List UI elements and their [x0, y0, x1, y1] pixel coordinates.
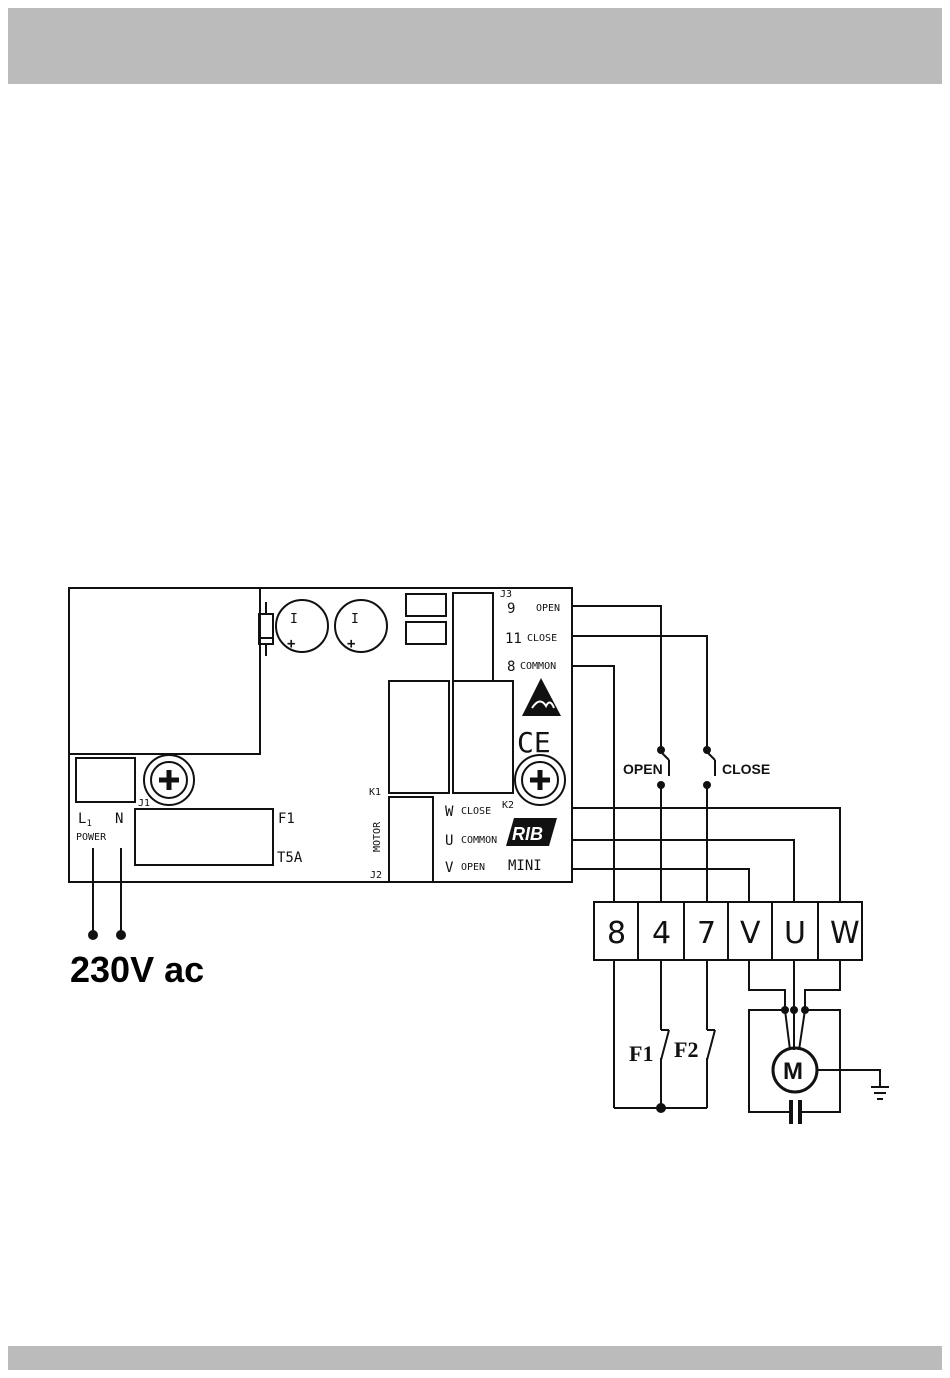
fuse-label: F1 [278, 811, 295, 827]
j3-header [453, 593, 493, 681]
wire-motor-u [572, 840, 794, 902]
run-capacitor-icon [791, 1100, 800, 1124]
wire-common [572, 666, 614, 902]
terminal-4: 4 [652, 916, 671, 951]
terminal-8: 8 [607, 916, 626, 951]
supply-dot-l [89, 931, 97, 939]
wire-close [572, 636, 707, 748]
j2-connector [389, 797, 433, 882]
ce-mark: CE [517, 726, 551, 759]
cap2-minus: I [351, 612, 359, 627]
cap1-minus: I [290, 612, 298, 627]
limit-input-close-num: 11 [505, 631, 522, 647]
motor-output-u-name: COMMON [461, 835, 497, 846]
diode-icon [259, 602, 273, 656]
cap1-plus: + [287, 636, 295, 652]
power-caption: POWER [76, 832, 107, 843]
capacitor-loop-right [801, 1010, 840, 1112]
motor-lead-v [785, 1010, 790, 1050]
close-switch-icon [704, 747, 715, 788]
motor-output-v-name: OPEN [461, 862, 485, 873]
j2-label: J2 [370, 870, 382, 881]
limit-switch-f1-label: F1 [629, 1041, 653, 1066]
limit-input-common-name: COMMON [520, 661, 556, 672]
fuse-block [135, 809, 273, 865]
earth-wire [817, 1070, 880, 1086]
j3-label: J3 [500, 589, 512, 600]
j1-connector [76, 758, 135, 802]
rib-logo-text: RIB [512, 824, 543, 844]
close-switch-label: CLOSE [722, 761, 770, 777]
wire-open [572, 606, 661, 748]
motor-output-v-letter: V [445, 860, 454, 876]
k2-label: K2 [502, 800, 514, 811]
open-switch-label: OPEN [623, 761, 663, 777]
fuse-rating: T5A [277, 850, 303, 866]
wire-w-to-motor [805, 960, 840, 1008]
capacitor-1-icon: I + [276, 600, 328, 652]
motor-symbol: M [783, 1058, 803, 1085]
earth-ground-icon [871, 1087, 889, 1099]
cap2-plus: + [347, 636, 355, 652]
supply-dot-n [117, 931, 125, 939]
limit-common-dot [657, 1104, 665, 1112]
relay-k1 [389, 681, 449, 793]
terminal-7: 7 [697, 916, 716, 951]
j1-label: J1 [138, 798, 150, 809]
esd-warning-icon [522, 678, 561, 716]
terminal-u: U [784, 916, 806, 951]
supply-label: 230V ac [70, 949, 204, 990]
limit-input-common-num: 8 [507, 659, 515, 675]
limit-input-open-num: 9 [507, 601, 515, 617]
motor-output-u-letter: U [445, 833, 453, 849]
terminal-v: V [740, 916, 761, 951]
limit-input-open-name: OPEN [536, 603, 560, 614]
small-component-2 [406, 622, 446, 644]
limit-switch-f2-icon [707, 1030, 715, 1108]
motor-lead-w [799, 1010, 805, 1050]
motor-caption: MOTOR [372, 821, 383, 852]
motor-output-w-name: CLOSE [461, 806, 491, 817]
transformer-block [69, 588, 260, 754]
limit-switch-f1-icon [661, 1030, 669, 1108]
terminal-w: W [830, 916, 860, 951]
wire-v-to-motor [749, 960, 785, 1008]
screw-right-icon [515, 755, 565, 805]
screw-left-icon [144, 755, 194, 805]
board-name: MINI [508, 858, 542, 874]
capacitor-2-icon: I + [335, 600, 387, 652]
power-n-label: N [115, 811, 123, 827]
small-component-1 [406, 594, 446, 616]
rib-logo: RIB [506, 818, 557, 846]
k1-label: K1 [369, 787, 381, 798]
limit-input-close-name: CLOSE [527, 633, 557, 644]
terminal-block [594, 902, 862, 960]
power-l-label: L1 [78, 811, 92, 829]
motor-output-w-letter: W [445, 804, 454, 820]
limit-switch-f2-label: F2 [674, 1037, 698, 1062]
relay-k2 [453, 681, 513, 793]
